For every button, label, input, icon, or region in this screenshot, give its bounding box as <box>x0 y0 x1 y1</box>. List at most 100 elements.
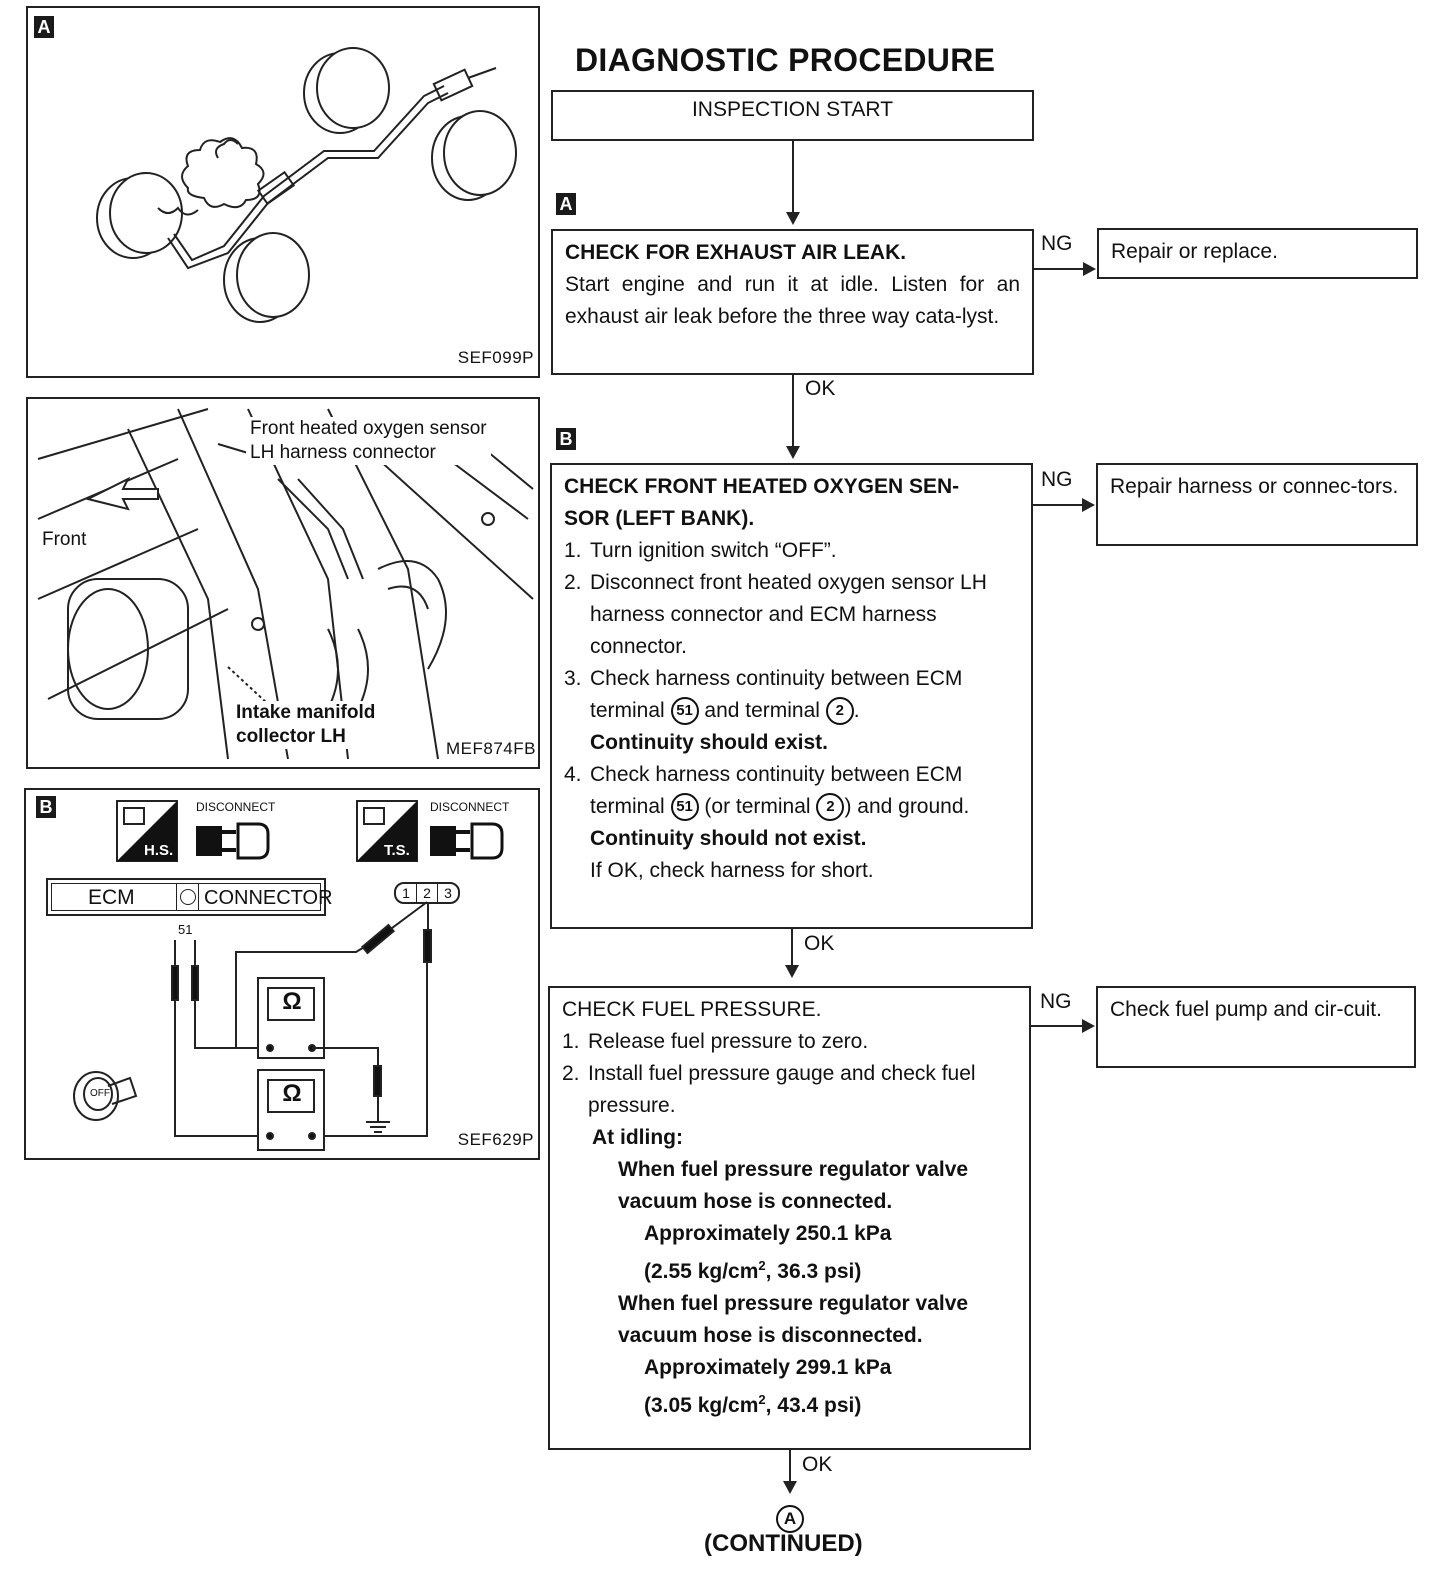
value-connected-alt-pre: (2.55 kg/cm <box>644 1260 759 1283</box>
value-connected-alt-sup: 2 <box>758 1258 766 1273</box>
arrow-down-1 <box>786 212 800 225</box>
pin-1: 1 <box>396 884 417 902</box>
arrow-right-1 <box>1083 262 1096 276</box>
exhaust-system-illustration <box>96 47 517 323</box>
page-title: DIAGNOSTIC PROCEDURE <box>575 42 996 78</box>
ng-action-2: Repair harness or connec-tors. <box>1110 475 1399 498</box>
label-intake-line1: Intake manifold <box>236 702 376 723</box>
figure-continuity-check: B H.S. DISCONNECT T.S. DISCONNECT ECM CO… <box>24 788 540 1160</box>
ng-label-3: NG <box>1040 990 1072 1013</box>
ok-label-2: OK <box>804 932 835 955</box>
step2-item-4-pre: Check harness continuity between ECM ter… <box>590 763 963 818</box>
hs-label: H.S. <box>144 842 174 859</box>
step3-item-2-text: Install fuel pressure gauge and check fu… <box>588 1062 976 1117</box>
disconnect-icon-1 <box>196 822 270 860</box>
step2-item-3-end: . <box>853 699 860 722</box>
figure-id-b: SEF629P <box>457 1130 534 1149</box>
arrow-down-3 <box>785 965 799 978</box>
ignition-off-label: OFF <box>90 1088 110 1099</box>
disconnect-label-1: DISCONNECT <box>196 800 276 814</box>
connector-label: CONNECTOR <box>204 887 333 909</box>
step2-item-4-result: Continuity should not exist. <box>590 827 867 850</box>
step2-item-4-text: Check harness continuity between ECM ter… <box>590 759 1019 823</box>
value-disconnected-alt-pre: (3.05 kg/cm <box>644 1394 759 1417</box>
ng-action-box-1: Repair or replace. <box>1097 228 1418 279</box>
step-fuel-pressure-box: CHECK FUEL PRESSURE. 1. Release fuel pre… <box>548 986 1031 1450</box>
connector-line-4 <box>789 1450 791 1484</box>
wiring-diagram <box>73 901 432 1151</box>
ng-action-1: Repair or replace. <box>1111 240 1278 263</box>
flow-tag-a: A <box>556 193 576 215</box>
value-disconnected-alt-sup: 2 <box>758 1392 766 1407</box>
ng-action-box-3: Check fuel pump and cir-cuit. <box>1096 986 1416 1068</box>
ecm-connector-bar: ECM CONNECTOR <box>46 878 333 916</box>
figure-engine-photo: Front heated oxygen sensor LH harness co… <box>26 397 540 769</box>
pin-2: 2 <box>417 884 438 902</box>
condition-disconnected: When fuel pressure regulator valve vacuu… <box>618 1292 969 1347</box>
pin-3: 3 <box>444 885 452 901</box>
ecm-label: ECM <box>88 886 135 909</box>
step-oxygen-sensor-box: CHECK FRONT HEATED OXYGEN SEN- SOR (LEFT… <box>550 463 1033 929</box>
step3-item-1-text: Release fuel pressure to zero. <box>588 1030 869 1053</box>
arrow-right-3 <box>1082 1019 1095 1033</box>
figure-id-photo: MEF874FB <box>446 739 536 759</box>
step2-item-4-note: If OK, check harness for short. <box>590 859 874 882</box>
connector-line-2 <box>792 375 794 449</box>
step2-item-1-number: 1. <box>564 539 582 562</box>
step3-item-1: 1. Release fuel pressure to zero. <box>562 1026 1017 1058</box>
step2-item-2-number: 2. <box>564 571 582 594</box>
value-connected-alt: (2.55 kg/cm2, 36.3 psi) <box>562 1250 1017 1288</box>
value-disconnected: Approximately 299.1 kPa <box>644 1356 892 1379</box>
ok-label-1: OK <box>805 377 836 400</box>
ng-line-2 <box>1033 504 1083 506</box>
label-sensor-line1: Front heated oxygen sensor <box>250 418 487 439</box>
value-disconnected-alt: (3.05 kg/cm2, 43.4 psi) <box>562 1384 1017 1422</box>
label-front: Front <box>40 529 89 551</box>
step3-item-2-number: 2. <box>562 1062 580 1085</box>
ok-label-3: OK <box>802 1453 833 1476</box>
figure-exhaust-leak: A SEF099P <box>26 6 540 378</box>
label-intake-line2: collector LH <box>236 726 346 747</box>
inspection-start-box: INSPECTION START <box>551 90 1034 141</box>
inspection-start-label: INSPECTION START <box>691 98 894 121</box>
flow-tag-b: B <box>556 428 576 450</box>
ng-line-1 <box>1034 268 1084 270</box>
step-exhaust-leak-body: Start engine and run it at idle. Listen … <box>565 273 1020 328</box>
terminal-51-badge-2: 51 <box>670 793 699 822</box>
disconnect-icon-2 <box>430 822 504 860</box>
step2-item-3-text: Check harness continuity between ECM ter… <box>590 663 1019 727</box>
condition-connected: When fuel pressure regulator valve vacuu… <box>618 1158 969 1213</box>
harness-side-icon <box>116 800 178 862</box>
continued-label: (CONTINUED) <box>704 1530 863 1557</box>
step-exhaust-leak-box: CHECK FOR EXHAUST AIR LEAK. Start engine… <box>551 229 1034 375</box>
ng-action-box-2: Repair harness or connec-tors. <box>1096 463 1418 546</box>
ng-action-3: Check fuel pump and cir-cuit. <box>1110 998 1382 1021</box>
ohm-label-lower: Ω <box>282 1080 302 1107</box>
step2-item-1-text: Turn ignition switch “OFF”. <box>590 539 837 562</box>
step3-item-1-number: 1. <box>562 1030 580 1053</box>
step2-item-2: 2. Disconnect front heated oxygen sensor… <box>564 567 1019 663</box>
ng-line-3 <box>1031 1025 1083 1027</box>
ng-label-1: NG <box>1041 232 1073 255</box>
step2-item-3-mid: and terminal <box>704 699 820 722</box>
continuation-connector-a: A <box>776 1505 804 1533</box>
disconnect-label-2: DISCONNECT <box>430 800 510 814</box>
arrow-right-2 <box>1082 498 1095 512</box>
arrow-down-4 <box>783 1481 797 1494</box>
step2-item-4-number: 4. <box>564 763 582 786</box>
step2-item-4: 4. Check harness continuity between ECM … <box>564 759 1019 823</box>
step3-item-2: 2. Install fuel pressure gauge and check… <box>562 1058 1017 1122</box>
label-sensor-line2: LH harness connector <box>250 442 436 463</box>
step2-item-3: 3. Check harness continuity between ECM … <box>564 663 1019 727</box>
step2-item-4-end: ) and ground. <box>844 795 970 818</box>
figure-tag-a: A <box>34 16 54 38</box>
arrow-down-2 <box>786 446 800 459</box>
step2-item-3-pre: Check harness continuity between ECM ter… <box>590 667 963 722</box>
step-oxygen-sensor-heading-1: CHECK FRONT HEATED OXYGEN SEN- <box>564 475 960 498</box>
step-exhaust-leak-heading: CHECK FOR EXHAUST AIR LEAK. <box>565 241 907 264</box>
ohm-label-upper: Ω <box>282 988 302 1015</box>
value-connected: Approximately 250.1 kPa <box>644 1222 892 1245</box>
step2-item-3-result: Continuity should exist. <box>590 731 829 754</box>
step2-item-4-mid: (or terminal <box>704 795 811 818</box>
connector-line-1 <box>792 141 794 215</box>
